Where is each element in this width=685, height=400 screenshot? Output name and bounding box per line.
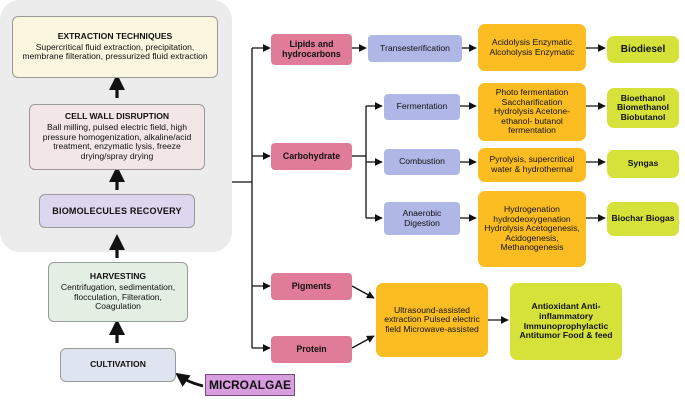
anaerobic-digestion-box: Anaerobic Digestion: [384, 202, 460, 235]
microalgae-label: MICROALGAE: [205, 374, 295, 396]
disruption-body: Ball milling, pulsed electric field, hig…: [42, 122, 192, 161]
extraction-body: Supercritical fluid extraction, precipit…: [22, 41, 208, 62]
harvesting-box: HARVESTING Centrifugation, sedimentation…: [48, 262, 188, 322]
syngas-box: Syngas: [607, 150, 679, 178]
photo-fermentation-box: Photo fermentation Saccharification Hydr…: [478, 83, 586, 141]
disruption-title: CELL WALL DISRUPTION: [64, 111, 170, 122]
ultrasound-box: Ultrasound-assisted extraction Pulsed el…: [376, 283, 488, 357]
protein-box: Protein: [271, 336, 352, 363]
carbohydrate-box: Carbohydrate: [271, 143, 352, 170]
hydrogenation-box: Hydrogenation hydrodeoxygenation Hydroly…: [478, 191, 586, 267]
biochar-box: Biochar Biogas: [607, 202, 679, 236]
lipids-box: Lipids and hydrocarbons: [271, 34, 352, 65]
harvesting-body: Centrifugation, sedimentation, flocculat…: [60, 281, 176, 312]
extraction-techniques-box: EXTRACTION TECHNIQUES Supercritical flui…: [12, 16, 218, 78]
alcohols-box: Bioethanol Biomethanol Biobutanol: [607, 88, 679, 128]
transesterification-box: Transesterification: [368, 35, 462, 62]
biodiesel-box: Biodiesel: [607, 36, 679, 63]
health-products-box: Antioxidant Anti-inflammatory Immunoprop…: [510, 283, 622, 360]
cultivation-box: CULTIVATION: [60, 348, 176, 382]
harvesting-title: HARVESTING: [89, 271, 147, 282]
pyrolysis-box: Pyrolysis, supercritical water & hydroth…: [478, 148, 586, 182]
acidolysis-box: Acidolysis Enzymatic Alcoholysis Enzymat…: [478, 24, 586, 71]
pigments-box: Pigments: [271, 273, 352, 300]
combustion-box: Combustion: [384, 149, 460, 175]
biomolecules-recovery-box: BIOMOLECULES RECOVERY: [39, 194, 195, 228]
fermentation-box: Fermentation: [384, 94, 460, 120]
extraction-title: EXTRACTION TECHNIQUES: [57, 31, 173, 42]
cell-wall-disruption-box: CELL WALL DISRUPTION Ball milling, pulse…: [29, 104, 205, 170]
